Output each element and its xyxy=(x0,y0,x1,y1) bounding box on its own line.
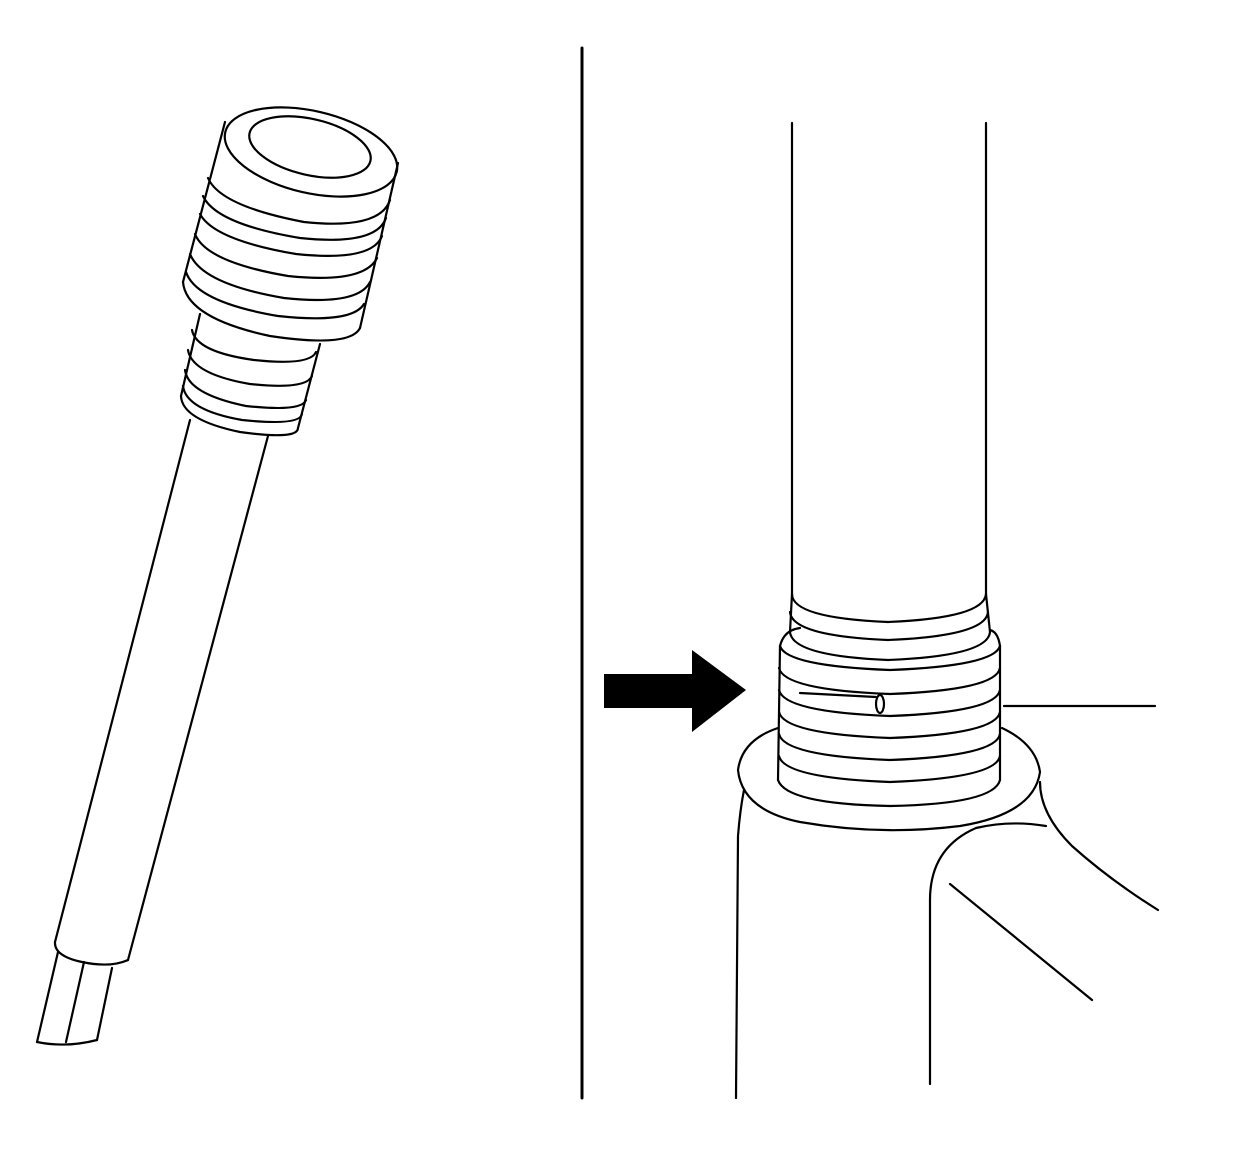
threaded-tool-icon xyxy=(35,106,400,1046)
hex-tip xyxy=(35,950,114,1046)
arrow-right-icon xyxy=(604,650,746,732)
tool-shaft xyxy=(53,418,270,966)
threaded-insert xyxy=(776,626,1002,808)
housing-body xyxy=(734,780,1160,1100)
upper-thread-head xyxy=(181,106,400,342)
lower-thread-collar xyxy=(179,312,322,437)
insert-hole xyxy=(874,693,886,715)
rod xyxy=(790,121,988,596)
upper-threads xyxy=(788,592,992,662)
housing-boss xyxy=(736,726,1042,832)
threaded-insert-in-housing-icon xyxy=(734,121,1160,1100)
